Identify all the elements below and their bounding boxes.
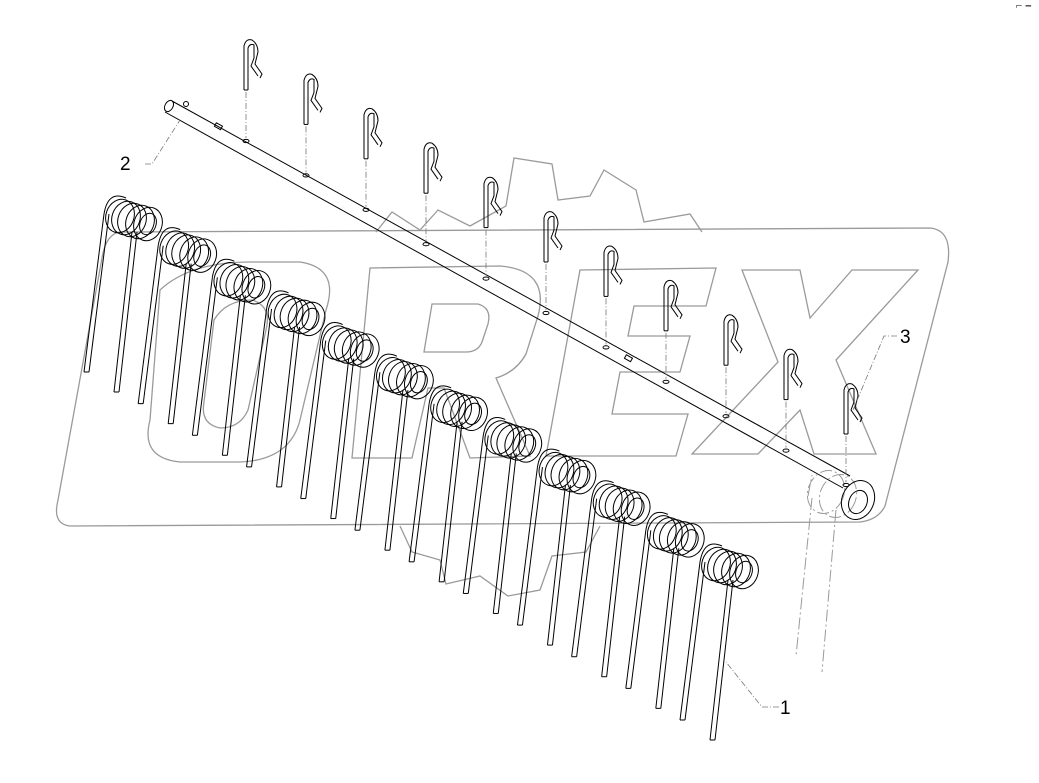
- tube-end-cap: [840, 480, 876, 520]
- tine: [300, 322, 380, 520]
- leader-line-2: [145, 119, 181, 165]
- tine: [408, 385, 488, 583]
- tine: [571, 480, 651, 678]
- clip: [662, 279, 683, 384]
- clip: [722, 314, 743, 419]
- tine: [191, 258, 272, 456]
- leader-line-3: [852, 335, 897, 411]
- leader-lines: [145, 119, 897, 708]
- clip: [242, 39, 263, 144]
- tube-shaft: [163, 99, 851, 489]
- clip: [542, 211, 563, 316]
- tine: [83, 195, 163, 393]
- corner-mark: ⌐ ━: [1015, 2, 1031, 12]
- clip: [602, 245, 623, 350]
- clips: [242, 39, 863, 488]
- clip: [422, 142, 443, 247]
- callout-number-3: 3: [900, 327, 911, 348]
- clip: [482, 176, 503, 281]
- callout-number-2: 2: [120, 154, 131, 175]
- clip: [782, 348, 803, 453]
- callout-number-1: 1: [780, 698, 791, 719]
- clip: [362, 107, 383, 212]
- leader-line-1: [725, 661, 779, 708]
- tine: [246, 290, 326, 488]
- tine: [137, 227, 218, 425]
- tine: [679, 543, 759, 741]
- tine: [354, 353, 434, 551]
- clip: [302, 73, 323, 178]
- tine: [462, 416, 543, 614]
- tines: [83, 195, 759, 741]
- phantom-tine: [795, 470, 858, 673]
- clip: [842, 383, 863, 488]
- tine: [625, 511, 705, 709]
- tine: [516, 448, 597, 646]
